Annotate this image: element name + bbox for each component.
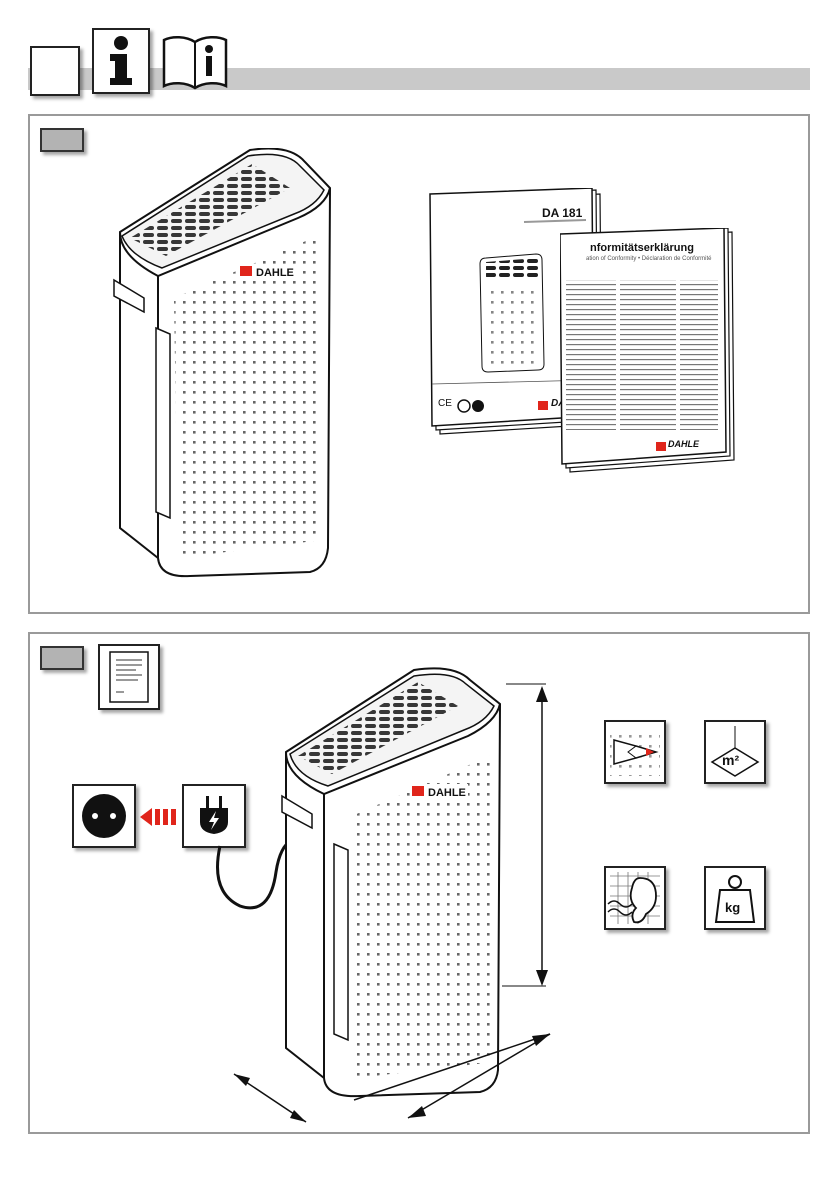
info-icon xyxy=(92,28,150,94)
air-purifier-device: DAHLE xyxy=(100,148,340,580)
document-icon xyxy=(98,644,160,710)
weight-icon: kg xyxy=(704,866,766,930)
manual-model-label: DA 181 xyxy=(542,206,582,220)
noise-level-icon xyxy=(604,866,666,930)
air-purifier-dimensions: DAHLE xyxy=(224,660,564,1130)
weight-unit: kg xyxy=(725,900,740,915)
declaration-of-conformity: nformitätserklärung ation of Conformity … xyxy=(560,228,736,474)
airflow-icon xyxy=(604,720,666,784)
wall-socket-icon xyxy=(72,784,136,848)
device-brand-logo-2: DAHLE xyxy=(428,787,466,799)
panel-tab-2 xyxy=(40,646,84,670)
ce-mark: CE xyxy=(438,398,452,409)
device-brand-logo: DAHLE xyxy=(256,267,294,279)
room-area-icon: m² xyxy=(704,720,766,784)
declaration-title: nformitätserklärung xyxy=(590,242,694,254)
unplug-arrow-icon xyxy=(140,806,180,828)
read-manual-icon xyxy=(160,34,230,90)
declaration-subtitle: ation of Conformity • Déclaration de Con… xyxy=(586,256,712,262)
declaration-brand-logo: DAHLE xyxy=(668,439,699,449)
room-area-unit: m² xyxy=(722,752,739,768)
step-number-box xyxy=(30,46,80,96)
panel-tab-1 xyxy=(40,128,84,152)
